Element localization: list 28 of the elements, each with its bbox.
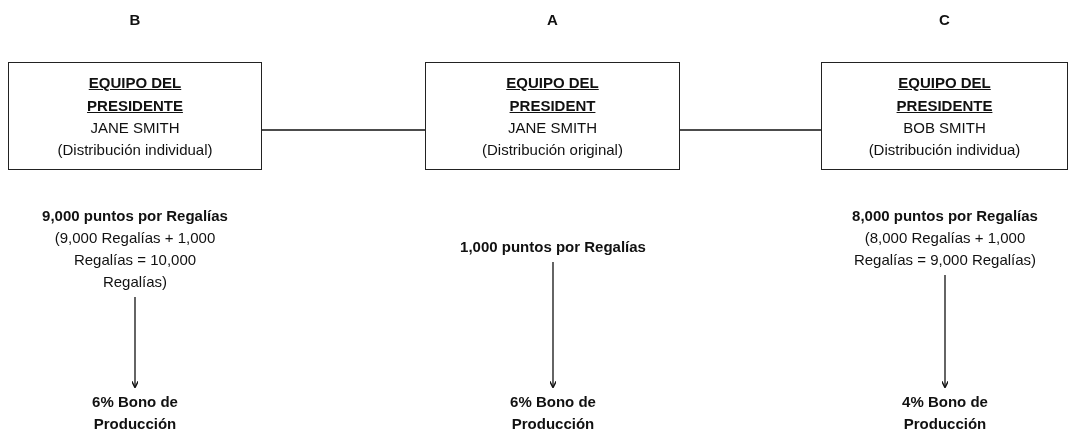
- column-letter: A: [546, 11, 559, 28]
- column-letter: B: [128, 11, 142, 28]
- member-name: BOB SMITH: [902, 118, 987, 138]
- member-name: JANE SMITH: [89, 118, 181, 138]
- bonus-text: 6% Bono de Producción: [60, 391, 210, 435]
- arrow: [941, 274, 949, 389]
- distribution-text: (Distribución original): [481, 140, 624, 160]
- team-box: [425, 62, 680, 170]
- arrow: [549, 261, 557, 389]
- points-text: 1,000 puntos por Regalías: [458, 236, 648, 258]
- points-text: 8,000 puntos por Regalías: [851, 206, 1039, 226]
- distribution-text: (Distribución individua): [867, 140, 1022, 160]
- calculation-text: (9,000 Regalías + 1,000 Regalías = 10,000 Regalías): [53, 228, 217, 292]
- team-heading: EQUIPO DEL PRESIDENT: [505, 73, 600, 116]
- member-name: JANE SMITH: [506, 118, 599, 138]
- arrow: [131, 296, 139, 389]
- team-heading: EQUIPO DEL PRESIDENTE: [895, 73, 994, 116]
- points-text: 9,000 puntos por Regalías: [41, 206, 229, 226]
- bonus-text: 4% Bono de Producción: [870, 391, 1020, 435]
- distribution-text: (Distribución individual): [56, 140, 214, 160]
- team-box: [821, 62, 1068, 170]
- connector-line: [679, 129, 822, 131]
- team-box: [8, 62, 262, 170]
- connector-line: [261, 129, 426, 131]
- calculation-text: (8,000 Regalías + 1,000 Regalías = 9,000 Regalías): [852, 228, 1038, 270]
- column-letter: C: [938, 11, 951, 28]
- bonus-text: 6% Bono de Producción: [478, 391, 628, 435]
- team-heading: EQUIPO DEL PRESIDENTE: [86, 73, 184, 116]
